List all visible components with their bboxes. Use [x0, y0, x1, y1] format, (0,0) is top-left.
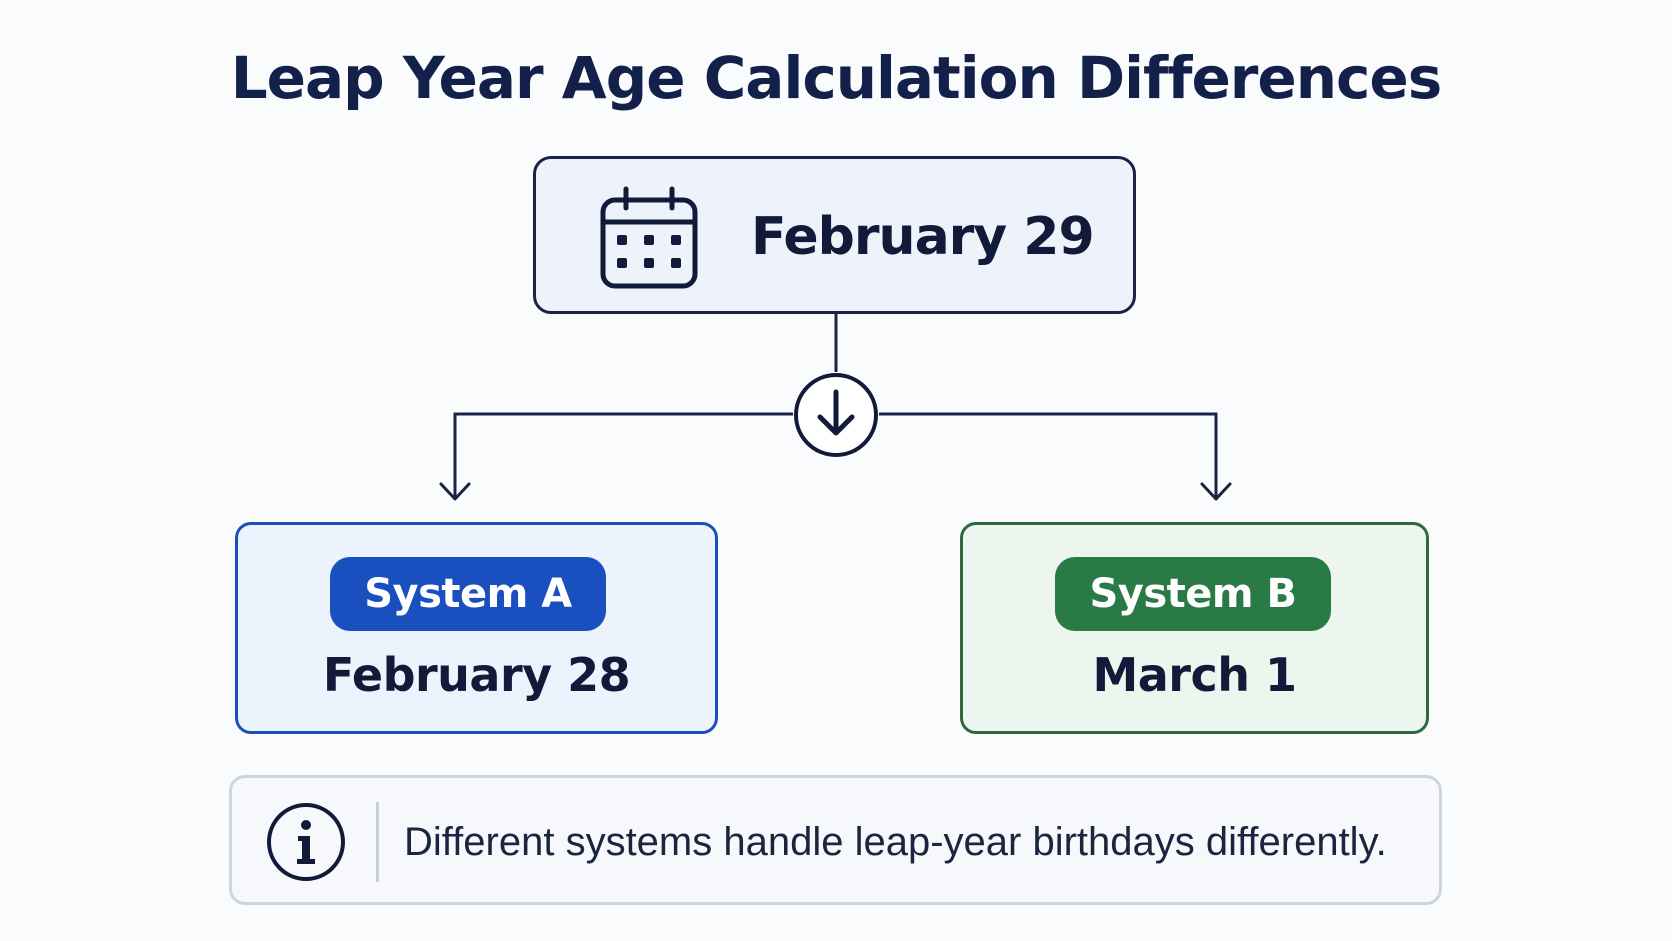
arrowhead-system-b — [1200, 482, 1232, 501]
system-a-box: System A February 28 — [235, 522, 718, 734]
source-date-label: February 29 — [751, 207, 1095, 267]
source-date-box: February 29 — [533, 156, 1136, 314]
arrowhead-system-a — [439, 482, 471, 501]
system-b-badge: System B — [1055, 557, 1331, 631]
calendar-icon — [600, 186, 698, 289]
system-b-date: March 1 — [1092, 648, 1297, 702]
system-a-badge: System A — [330, 557, 606, 631]
connector-branch-to-system-a — [453, 412, 793, 498]
info-note: Different systems handle leap-year birth… — [229, 775, 1442, 905]
system-a-date: February 28 — [322, 648, 631, 702]
arrow-down-circle-icon — [794, 373, 878, 457]
connector-branch-to-system-b — [879, 412, 1218, 498]
note-text: Different systems handle leap-year birth… — [404, 820, 1387, 864]
info-icon — [267, 803, 345, 881]
note-divider — [376, 802, 379, 882]
page-title: Leap Year Age Calculation Differences — [230, 44, 1443, 112]
system-b-box: System B March 1 — [960, 522, 1429, 734]
